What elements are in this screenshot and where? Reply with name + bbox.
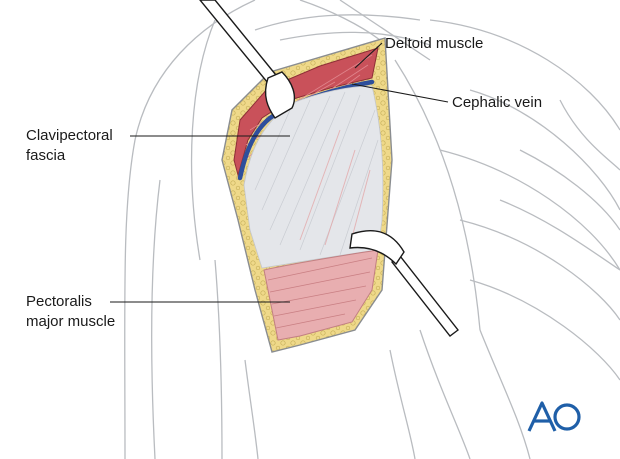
upper-retractor: [199, 0, 296, 119]
leader-cephalic: [351, 83, 449, 103]
body-outline: [124, 0, 620, 459]
leader-lines: [110, 42, 449, 303]
pectoralis-fibers: [267, 257, 373, 329]
clavipectoral-fascia-label-line1: Clavipectoral: [26, 127, 113, 144]
cephalic-vein-label: Cephalic vein: [452, 94, 543, 111]
clavipectoral-fascia-label-line2: fascia: [26, 147, 66, 164]
leader-deltoid: [354, 42, 383, 69]
fascia-pink-fibers: [299, 129, 371, 246]
deltoid-muscle-label: Deltoid muscle: [385, 35, 484, 52]
lower-retractor: [349, 229, 459, 337]
pectoralis-major-label-line1: Pectoralis: [26, 293, 92, 310]
ao-logo: [527, 401, 581, 432]
clavipectoral-fascia: [243, 85, 384, 269]
pectoralis-major-label-line2: major muscle: [26, 313, 116, 330]
